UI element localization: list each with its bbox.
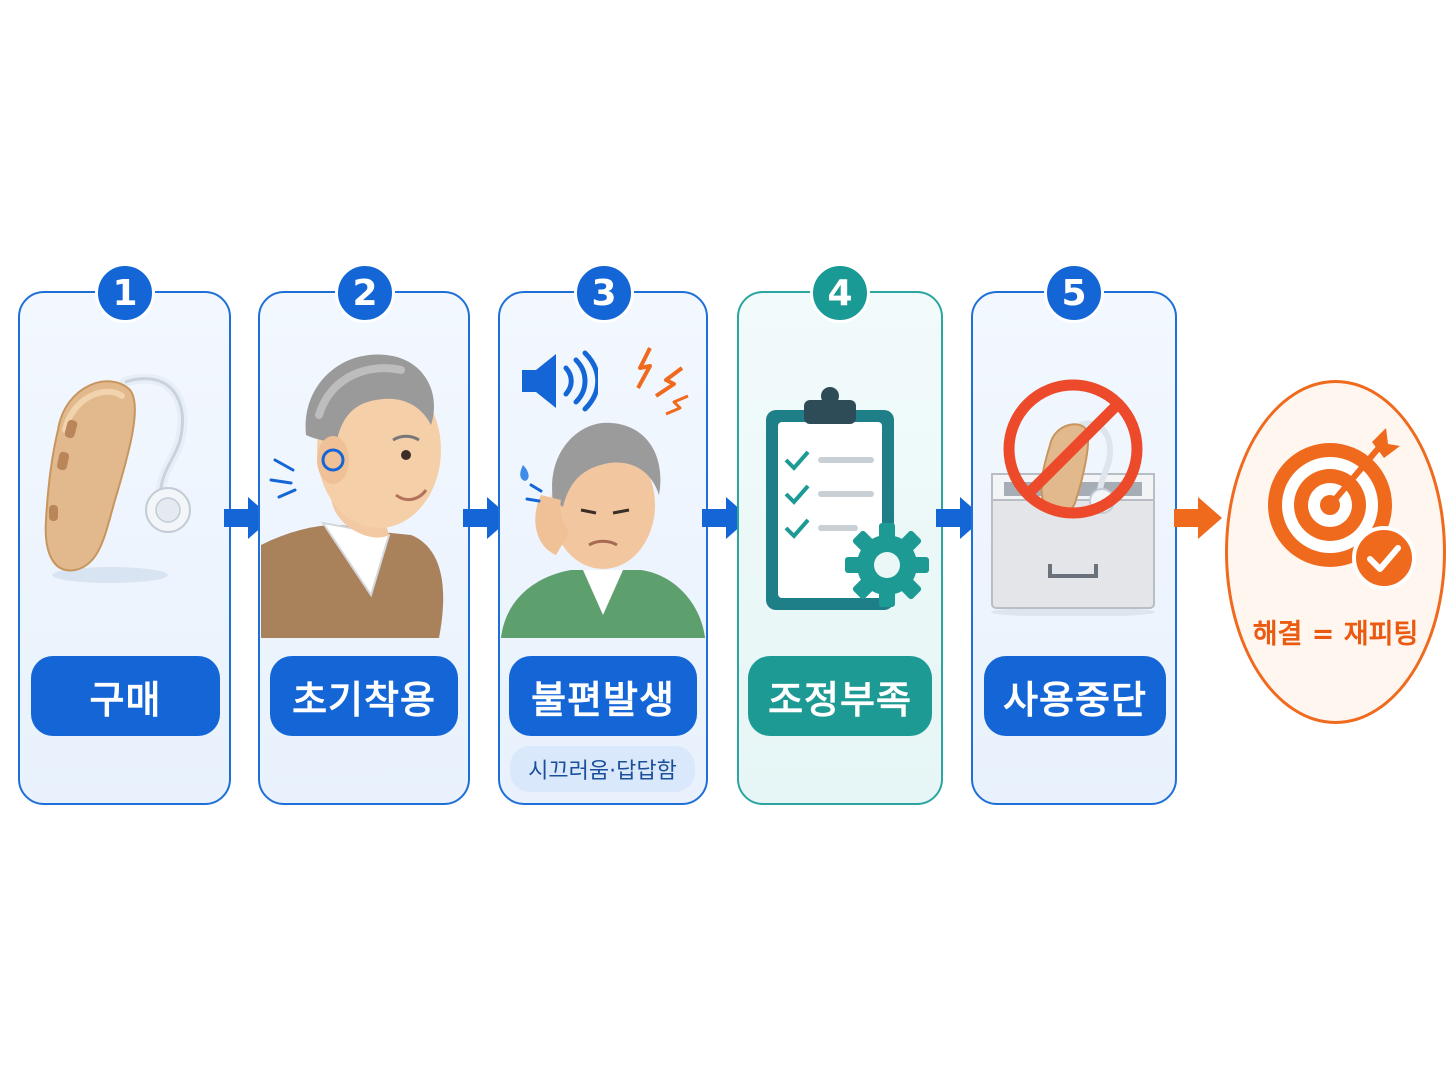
step-3-sublabel: 시끄러움·답답함 (510, 746, 695, 792)
result-label: 해결 = 재피팅 (1252, 619, 1419, 650)
step-4-label: 조정부족 (748, 656, 932, 736)
elderly-man-icon (261, 354, 444, 638)
elderly-man-icon (501, 422, 705, 638)
step-5-label: 사용중단 (984, 656, 1166, 736)
step-5-number: 5 (1044, 263, 1104, 323)
step-3-label: 불편발생 (509, 656, 697, 736)
gear-icon (845, 523, 929, 607)
step-3-number: 3 (574, 263, 634, 323)
step-1-number: 1 (95, 263, 155, 323)
step-4-number: 4 (810, 263, 870, 323)
step-2-number: 2 (335, 263, 395, 323)
step-2-label: 초기착용 (270, 656, 458, 736)
step-1-label: 구매 (31, 656, 220, 736)
noise-lightning-icon (636, 347, 689, 416)
prohibited-icon (1003, 379, 1143, 519)
arrow-right-icon (1174, 497, 1222, 539)
speaker-icon (522, 350, 598, 412)
hearing-aid-icon (44, 373, 191, 583)
checkmark-icon (1352, 526, 1416, 590)
